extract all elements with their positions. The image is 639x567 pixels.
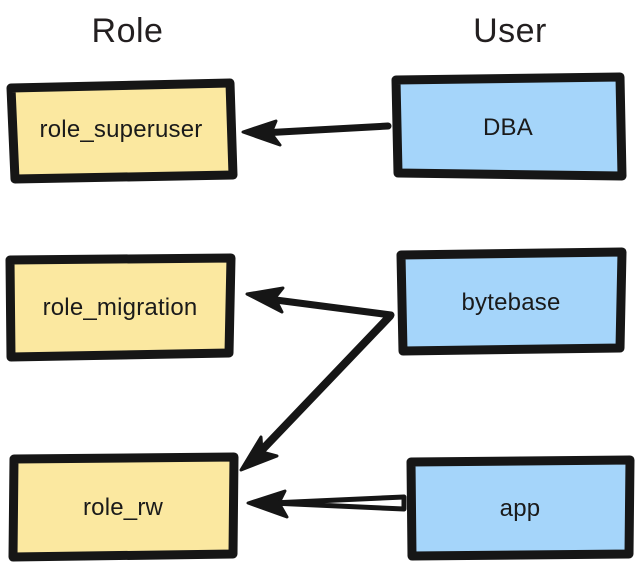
node-app-label: app [499, 495, 541, 522]
node-bytebase-label: bytebase [461, 289, 561, 316]
node-role-rw-label: role_rw [82, 494, 164, 521]
node-dba-label: DBA [483, 114, 533, 141]
edge-bytebase-to-role-rw [239, 312, 394, 472]
node-role-superuser[interactable]: role_superuser [6, 76, 238, 184]
node-role-superuser-shape [6, 78, 238, 184]
node-bytebase-shape [396, 247, 627, 356]
edge-app-to-role-rw [246, 489, 407, 519]
node-role-rw[interactable]: role_rw [6, 452, 240, 564]
node-app[interactable]: app [404, 455, 636, 562]
column-header-role: Role [91, 12, 164, 50]
node-app-shape [406, 455, 635, 561]
edge-bytebase-to-role-migration [245, 286, 395, 319]
node-dba-shape [391, 72, 627, 181]
node-role-migration-label: role_migration [42, 294, 198, 321]
node-role-superuser-label: role_superuser [39, 116, 203, 143]
node-bytebase[interactable]: bytebase [394, 247, 628, 358]
node-role-migration-shape [5, 253, 236, 362]
node-role-migration[interactable]: role_migration [3, 252, 237, 364]
node-role-rw-shape [8, 452, 239, 562]
column-header-user: User [473, 12, 547, 50]
edge-dba-to-role-superuser [241, 119, 392, 147]
node-dba[interactable]: DBA [389, 72, 627, 184]
